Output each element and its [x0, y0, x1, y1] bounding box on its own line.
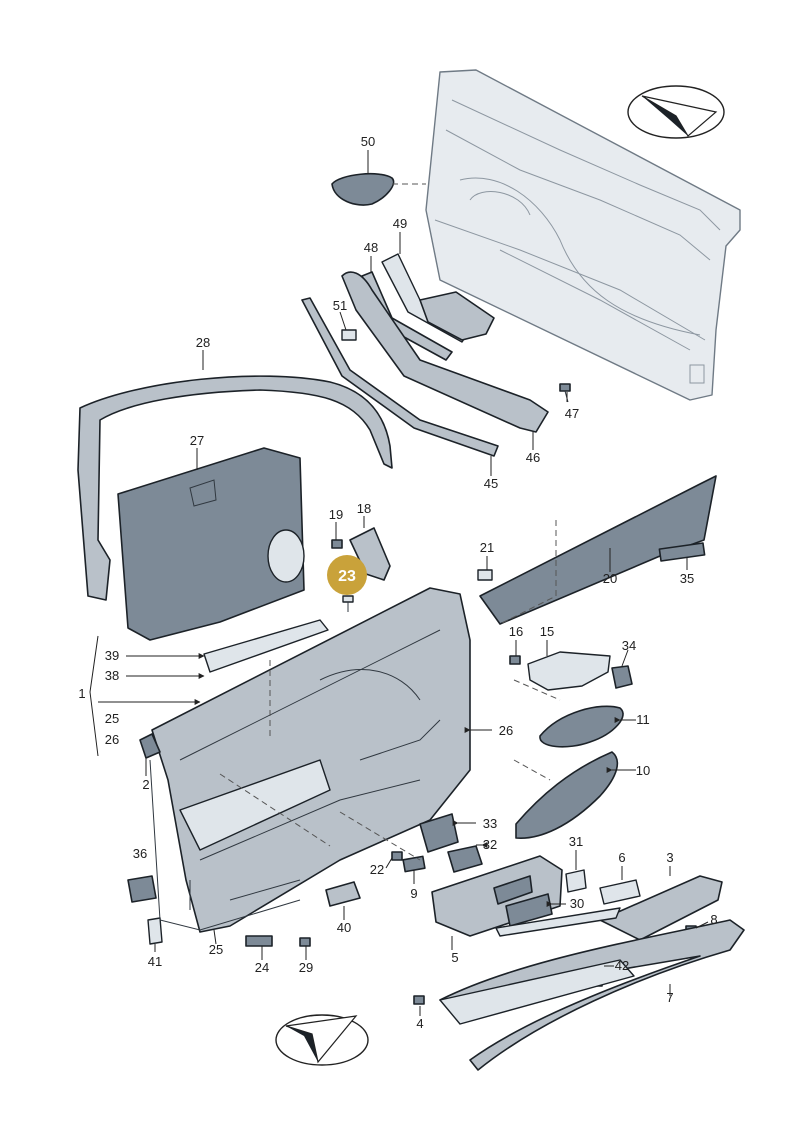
- part-4-screw: [413, 995, 425, 1005]
- part-29-screw: [299, 937, 311, 947]
- part-25-seal: [149, 759, 301, 931]
- callout-16: 16: [509, 624, 523, 639]
- callout-3: 3: [666, 850, 673, 865]
- callout-15: 15: [540, 624, 554, 639]
- part-45-trim-strip: [301, 297, 499, 457]
- callout-40: 40: [337, 920, 351, 935]
- callout-11: 11: [636, 712, 650, 727]
- part-15-handle-mechanism: [527, 651, 611, 691]
- callout-35: 35: [680, 571, 694, 586]
- callout-47: 47: [565, 406, 579, 421]
- window-switch-bezel: [419, 291, 495, 341]
- callout-45: 45: [484, 476, 498, 491]
- callout-34: 34: [622, 638, 636, 653]
- speaker-opening: [267, 529, 305, 583]
- part-19-screw: [331, 539, 343, 549]
- part-35-insert: [658, 542, 706, 562]
- part-6-strip: [599, 879, 641, 905]
- callout-29: 29: [299, 960, 313, 975]
- callout-10: 10: [636, 763, 650, 778]
- part-51-clip: [341, 329, 357, 341]
- callout-19: 19: [329, 507, 343, 522]
- part-16-screw: [509, 655, 521, 665]
- callout-20: 20: [603, 571, 617, 586]
- orientation-compass-bottom-icon: [275, 1014, 369, 1066]
- callout-26-right: 26: [499, 723, 513, 738]
- part-3-armrest-pad: [599, 875, 723, 941]
- part-23-label: 23: [338, 568, 356, 585]
- callout-18: 18: [357, 501, 371, 516]
- part-32-switch: [447, 845, 483, 873]
- callout-24: 24: [255, 960, 269, 975]
- part-28-window-frame-seal: [77, 375, 393, 601]
- orientation-compass-top-icon: [627, 85, 725, 139]
- callout-50: 50: [361, 134, 375, 149]
- part-31-button: [565, 869, 587, 893]
- callout-1: 1: [78, 686, 85, 701]
- part-40-connector: [325, 881, 361, 907]
- callout-41: 41: [148, 954, 162, 969]
- part-20-upper-trim: [479, 475, 717, 625]
- callout-30: 30: [570, 896, 584, 911]
- part-30-switch-block: [505, 893, 553, 927]
- part-24-clip: [245, 935, 273, 947]
- callout-25: 25: [105, 711, 119, 726]
- part-41-cover: [147, 917, 163, 945]
- door-panel-reference-ghost: [425, 69, 741, 401]
- callout-33: 33: [483, 816, 497, 831]
- callout-6: 6: [618, 850, 625, 865]
- callout-42: 42: [615, 958, 629, 973]
- callout-27: 27: [190, 433, 204, 448]
- part-33-switch: [419, 813, 459, 853]
- part-47-screw: [559, 383, 571, 403]
- callout-28: 28: [196, 335, 210, 350]
- part-9-clip: [402, 855, 426, 873]
- part-2-clip: [139, 733, 161, 759]
- callout-5: 5: [451, 950, 458, 965]
- callout-49: 49: [393, 216, 407, 231]
- callout-51: 51: [333, 298, 347, 313]
- callout-21: 21: [480, 540, 494, 555]
- callout-48: 48: [364, 240, 378, 255]
- callout-22: 22: [370, 862, 384, 877]
- door-panel-main: [151, 587, 471, 933]
- callout-46: 46: [526, 450, 540, 465]
- part-23-fastener: [342, 595, 354, 612]
- callout-32: 32: [483, 837, 497, 852]
- part-21-clip: [477, 569, 493, 581]
- callout-38: 38: [105, 668, 119, 683]
- part-39-38-strip: [203, 619, 329, 673]
- callout-8: 8: [710, 912, 717, 927]
- part-50-speaker-trim: [331, 172, 395, 206]
- callout-31: 31: [569, 834, 583, 849]
- part-36-switch: [127, 875, 157, 903]
- part-27-insulation-panel: [117, 447, 305, 641]
- callout-2: 2: [142, 777, 149, 792]
- callout-36: 36: [133, 846, 147, 861]
- part-34-housing: [611, 665, 633, 689]
- callout-26: 26: [105, 732, 119, 747]
- part-46-armrest-trim: [341, 271, 549, 433]
- callout-9: 9: [410, 886, 417, 901]
- callout-labels: 50 49 48 51 28 47 46 45 27 19 18 21 20 3…: [78, 134, 717, 1031]
- callout-7: 7: [666, 990, 673, 1005]
- leader-lines: [89, 150, 709, 1016]
- part-22-screw: [391, 851, 403, 861]
- part-10-trim: [515, 751, 619, 839]
- part-23-highlight-badge[interactable]: 23: [327, 555, 367, 595]
- callout-4: 4: [416, 1016, 423, 1031]
- part-11-trim: [539, 705, 624, 748]
- callout-25-lower: 25: [209, 942, 223, 957]
- part-7-lower-trim: [439, 919, 745, 1071]
- callout-39: 39: [105, 648, 119, 663]
- dashed-guides: [219, 183, 561, 861]
